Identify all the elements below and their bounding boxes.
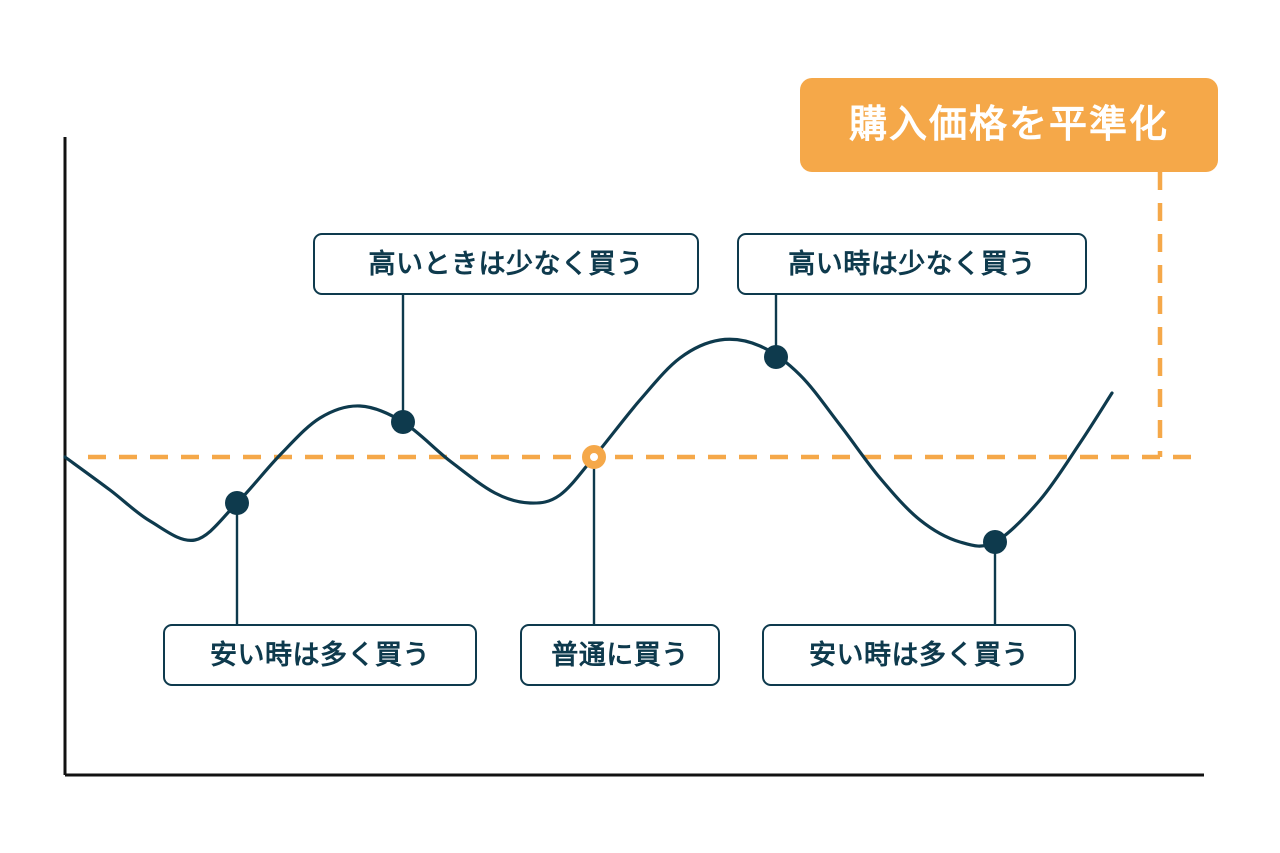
callout-high-right[interactable]: 高い時は少なく買う: [737, 233, 1087, 295]
callout-cheap-left[interactable]: 安い時は多く買う: [163, 624, 477, 686]
callout-cheap-right[interactable]: 安い時は多く買う: [762, 624, 1076, 686]
callout-label: 安い時は多く買う: [809, 639, 1029, 670]
data-point-m2[interactable]: [391, 410, 415, 434]
callout-label: 高いときは少なく買う: [368, 248, 644, 279]
data-point-markers: [225, 345, 1007, 554]
data-point-m5[interactable]: [983, 530, 1007, 554]
data-point-m4[interactable]: [764, 345, 788, 369]
headline-badge[interactable]: 購入価格を平準化: [800, 78, 1218, 172]
price-curve: [63, 337, 1114, 548]
callout-connectors: [235, 295, 997, 624]
callout-high-left[interactable]: 高いときは少なく買う: [313, 233, 699, 295]
callout-label: 安い時は多く買う: [210, 639, 430, 670]
callout-label: 高い時は少なく買う: [788, 248, 1036, 279]
data-point-m1[interactable]: [225, 491, 249, 515]
callout-label: 普通に買う: [551, 639, 689, 670]
data-point-ring-m3[interactable]: [582, 445, 606, 469]
headline-badge-label: 購入価格を平準化: [848, 104, 1169, 146]
average-price-reference: [88, 172, 1200, 460]
callout-normal-mid[interactable]: 普通に買う: [520, 624, 720, 686]
